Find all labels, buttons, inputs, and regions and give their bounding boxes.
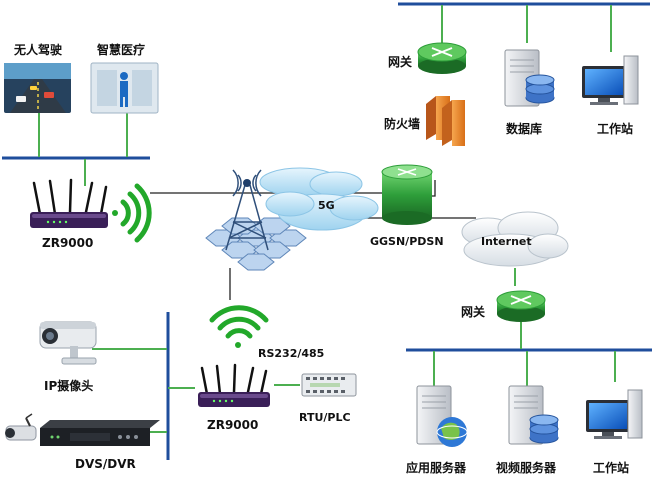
internet-cloud-icon: [461, 211, 569, 267]
ip-camera-icon: [39, 321, 97, 365]
label-autonomous-driving: 无人驾驶: [13, 42, 62, 57]
label-rs232: RS232/485: [258, 347, 324, 360]
gateway-top-icon: [417, 42, 467, 74]
small-camera-icon: [5, 413, 37, 441]
label-smart-healthcare: 智慧医疗: [96, 42, 145, 57]
wifi-top-icon: [112, 183, 152, 243]
label-ip-camera: IP摄像头: [44, 378, 93, 393]
gateway-bottom-icon: [496, 290, 546, 322]
label-ggsn: GGSN/PDSN: [370, 235, 444, 248]
workstation-top-icon: [582, 55, 639, 105]
router-top-icon: [30, 178, 108, 228]
label-router-top: ZR9000: [42, 236, 93, 250]
label-5g: 5G: [318, 199, 335, 212]
label-rtu-plc: RTU/PLC: [299, 411, 351, 424]
rtu-plc-icon: [301, 373, 357, 397]
label-gateway-top: 网关: [388, 54, 412, 69]
app-server-icon: [416, 385, 468, 447]
firewall-icon: [426, 96, 465, 146]
label-video-server: 视频服务器: [496, 460, 557, 475]
label-firewall: 防火墙: [384, 116, 420, 131]
label-workstation-bottom: 工作站: [593, 460, 629, 475]
video-server-icon: [508, 385, 559, 445]
label-database: 数据库: [506, 121, 542, 136]
wifi-bottom-icon: [209, 305, 269, 348]
cloud-5g-icon: [259, 167, 379, 231]
label-app-server: 应用服务器: [406, 460, 467, 475]
workstation-bottom-icon: [586, 389, 643, 439]
database-icon: [504, 49, 555, 107]
router-bottom-icon: [198, 363, 270, 407]
smart-healthcare-image: [90, 62, 159, 114]
label-internet: Internet: [481, 235, 532, 248]
base-station-icon: [205, 169, 307, 271]
label-dvs-dvr: DVS/DVR: [75, 457, 136, 471]
label-gateway-bottom: 网关: [461, 304, 485, 319]
dvr-device-icon: [40, 420, 160, 446]
autonomous-driving-image: [4, 63, 71, 113]
label-router-bottom: ZR9000: [207, 418, 258, 432]
ggsn-router-icon: [381, 164, 433, 225]
label-workstation-top: 工作站: [597, 121, 633, 136]
